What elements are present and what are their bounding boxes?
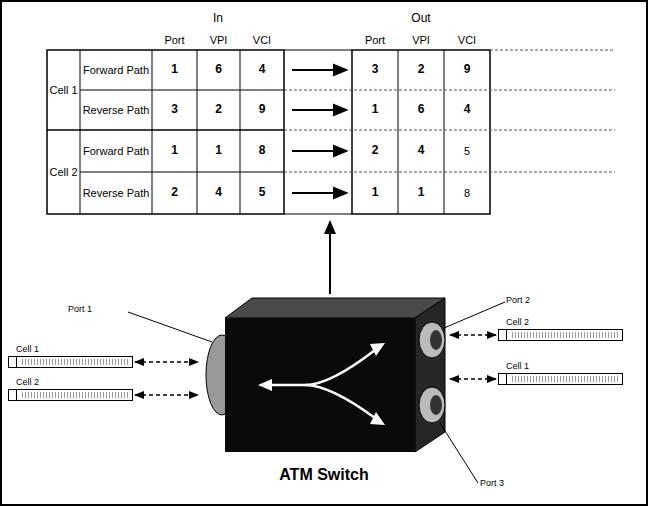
table-value: 2 bbox=[398, 50, 444, 90]
table-heading: Forward Path bbox=[80, 50, 152, 90]
table-heading: Out bbox=[352, 8, 490, 30]
cell-header bbox=[499, 330, 507, 340]
switch-caption: ATM Switch bbox=[200, 466, 448, 484]
cell-label: Cell 2 bbox=[8, 376, 133, 389]
atm-cell: Cell 2 bbox=[8, 376, 133, 401]
cell-label: Cell 1 bbox=[498, 360, 623, 373]
leader-lines bbox=[128, 302, 505, 483]
cell-bar bbox=[8, 389, 133, 401]
table-value: 4 bbox=[240, 50, 284, 90]
table-value: 8 bbox=[240, 130, 284, 172]
cell-label: Cell 2 bbox=[498, 316, 623, 329]
table-value: 4 bbox=[398, 130, 444, 172]
table-value: 3 bbox=[352, 50, 398, 90]
table-heading: Reverse Path bbox=[80, 172, 152, 214]
cell-payload bbox=[510, 332, 619, 338]
table-heading: 8 bbox=[444, 172, 490, 214]
table-heading: VCI bbox=[444, 30, 490, 50]
table-value: 4 bbox=[197, 172, 240, 214]
atm-cell: Cell 1 bbox=[498, 360, 623, 385]
table-heading: Forward Path bbox=[80, 130, 152, 172]
table-heading: Reverse Path bbox=[80, 90, 152, 130]
table-value: 6 bbox=[197, 50, 240, 90]
table-heading: Port bbox=[152, 30, 197, 50]
table-value: 3 bbox=[152, 90, 197, 130]
atm-cell: Cell 1 bbox=[8, 343, 133, 368]
table-value: 2 bbox=[152, 172, 197, 214]
cell-payload bbox=[20, 359, 129, 365]
cell-flow bbox=[450, 378, 496, 380]
cell-bar bbox=[498, 373, 623, 385]
switch-node: ATM Switch bbox=[200, 296, 448, 486]
cell-header bbox=[9, 390, 17, 400]
cell-bar bbox=[8, 356, 133, 368]
table-heading: VPI bbox=[197, 30, 240, 50]
cell-payload bbox=[20, 392, 129, 398]
atm-cell: Cell 2 bbox=[498, 316, 623, 341]
port-label: Port 2 bbox=[506, 293, 566, 309]
cell-bar bbox=[498, 329, 623, 341]
table-value: 2 bbox=[352, 130, 398, 172]
table-value: 1 bbox=[152, 50, 197, 90]
table-value: 1 bbox=[152, 130, 197, 172]
cell-header bbox=[499, 374, 507, 384]
table-value: 1 bbox=[398, 172, 444, 214]
cell-payload bbox=[510, 376, 619, 382]
table-heading: 5 bbox=[444, 130, 490, 172]
switch-cube bbox=[206, 298, 445, 452]
table-value: 1 bbox=[352, 90, 398, 130]
table-grid bbox=[47, 50, 615, 214]
table-heading: Cell 1 bbox=[47, 50, 80, 130]
table-heading: In bbox=[152, 8, 284, 30]
row-arrows bbox=[292, 65, 346, 198]
cell-flow bbox=[135, 361, 198, 363]
table-heading: Cell 2 bbox=[47, 130, 80, 214]
cell-flow bbox=[450, 334, 496, 336]
table-value: 1 bbox=[352, 172, 398, 214]
table-value: 9 bbox=[444, 50, 490, 90]
table-heading: VCI bbox=[240, 30, 284, 50]
table-heading: VPI bbox=[398, 30, 444, 50]
port-label: Port 3 bbox=[480, 476, 540, 492]
table-value: 1 bbox=[197, 130, 240, 172]
table-value: 6 bbox=[398, 90, 444, 130]
table-arrow bbox=[324, 220, 336, 294]
table-value: 9 bbox=[240, 90, 284, 130]
table-value: 4 bbox=[444, 90, 490, 130]
table-heading: Port bbox=[352, 30, 398, 50]
port-label: Port 1 bbox=[68, 302, 128, 318]
cell-label: Cell 1 bbox=[8, 343, 133, 356]
table-value: 2 bbox=[197, 90, 240, 130]
cell-header bbox=[9, 357, 17, 367]
cell-flow bbox=[135, 394, 198, 396]
table-value: 5 bbox=[240, 172, 284, 214]
